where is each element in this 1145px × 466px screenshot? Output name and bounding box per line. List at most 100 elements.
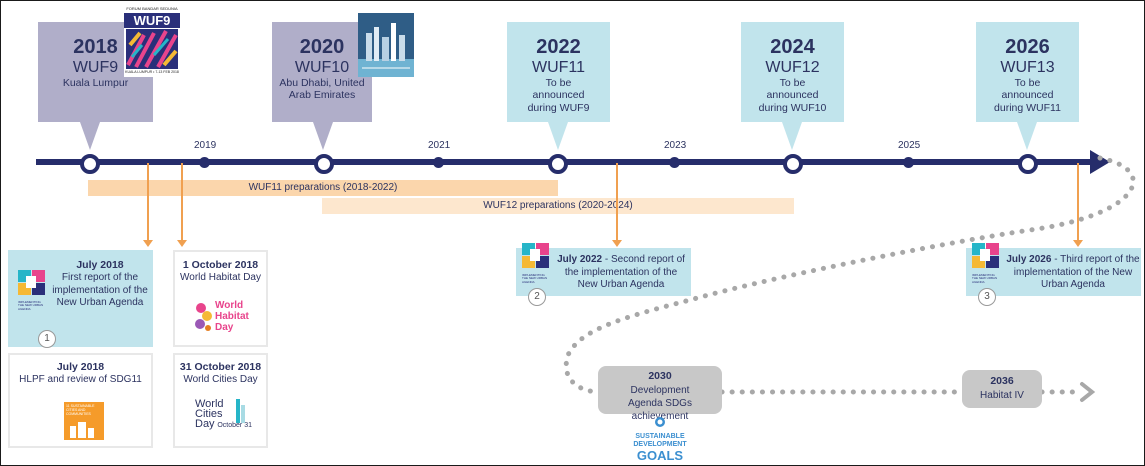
card-text: - Second report of the implementation of…	[564, 254, 685, 290]
timeline-node-2022	[548, 154, 568, 174]
callout-wuf: WUF10	[294, 59, 350, 76]
world-cities-day-logo-line2: Cities	[195, 408, 223, 420]
wuf9-logo-main: WUF9	[124, 13, 180, 28]
sdg-logo: SUSTAINABLE DEVELOPMENT GOALS	[625, 415, 695, 465]
callout-wuf: WUF9	[72, 59, 119, 76]
sdg11-icon-text: 11 SUSTAINABLE CITIES AND COMMUNITIES	[66, 404, 95, 416]
callout-place: To be announced during WUF9	[527, 77, 590, 114]
nua-logo: IMPLEMENTING THE NEW URBAN AGENDA	[18, 270, 46, 310]
milestone-title: 2030	[648, 370, 672, 382]
tick-label-2021: 2021	[428, 140, 451, 151]
world-cities-day-logo-line1: World	[195, 398, 224, 410]
timeline-node-2020	[314, 154, 334, 174]
bar-label: WUF11 preparations (2018-2022)	[248, 182, 398, 193]
callout-2024: 2024 WUF12 To be announced during WUF10	[741, 22, 844, 122]
timeline-node-2024	[783, 154, 803, 174]
world-cities-day-date: October 31	[217, 422, 252, 429]
milestone-2030: 2030 Development Agenda SDGs achievement	[598, 366, 722, 422]
callout-2022: 2022 WUF11 To be announced during WUF9	[507, 22, 610, 122]
card-hlpf-sdg11: July 2018 HLPF and review of SDG11 11 SU…	[8, 353, 153, 448]
card-title: July 2018	[56, 361, 105, 373]
callout-2020: 2020 WUF10 Abu Dhabi, United Arab Emirat…	[272, 22, 372, 122]
card-title: July 2022	[557, 254, 603, 265]
tick-label-2019: 2019	[194, 140, 217, 151]
world-habitat-day-logo: World Habitat Day	[193, 298, 253, 338]
card-july-2026-report: IMPLEMENTING THE NEW URBAN AGENDA July 2…	[966, 243, 1141, 306]
card-text: - Third report of the implementation of …	[1013, 254, 1140, 290]
world-cities-day-logo-line3: Day	[195, 418, 215, 430]
card-text: HLPF and review of SDG11	[19, 374, 142, 386]
sdg-logo-line1: SUSTAINABLE	[635, 433, 685, 440]
callout-wuf: WUF13	[1000, 59, 1055, 76]
wuf9-logo-top: FORUM BANDAR SEDUNIA	[126, 6, 178, 11]
timeline-dot-2019	[199, 157, 210, 168]
callout-year: 2022	[536, 36, 581, 58]
card-title: 1 October 2018	[182, 259, 259, 271]
world-cities-day-logo: World Cities Day October 31	[195, 399, 255, 443]
connector-arrow	[143, 240, 153, 247]
report-number-badge: 3	[978, 288, 996, 306]
callout-year: 2018	[73, 36, 118, 58]
card-text: World Habitat Day	[180, 272, 261, 284]
card-july-2018-report: IMPLEMENTING THE NEW URBAN AGENDA July 2…	[8, 250, 153, 348]
wuf9-logo: FORUM BANDAR SEDUNIA WUF9 KUALA LUMPUR •…	[124, 5, 180, 77]
abu-dhabi-skyline-image	[358, 13, 414, 77]
tick-label-2025: 2025	[898, 140, 921, 151]
milestone-title: 2036	[990, 375, 1014, 387]
card-world-habitat-day: 1 October 2018 World Habitat Day World H…	[173, 250, 268, 347]
milestone-text: Development Agenda SDGs achievement	[628, 384, 692, 422]
callout-2026: 2026 WUF13 To be announced during WUF11	[976, 22, 1079, 122]
callout-year: 2026	[1005, 36, 1050, 58]
connector-arrow	[1073, 240, 1083, 247]
callout-place: To be announced during WUF11	[994, 77, 1061, 114]
connector-line	[147, 163, 149, 241]
callout-pointer	[313, 122, 333, 150]
timeline-dot-2021	[433, 157, 444, 168]
world-habitat-day-logo-text: World Habitat Day	[215, 300, 249, 333]
sdg11-icon: 11 SUSTAINABLE CITIES AND COMMUNITIES	[64, 402, 104, 440]
card-title: July 2026	[1006, 254, 1052, 265]
callout-place: Abu Dhabi, United Arab Emirates	[279, 77, 365, 102]
timeline-dot-2023	[669, 157, 680, 168]
card-july-2022-report: IMPLEMENTING THE NEW URBAN AGENDA July 2…	[516, 243, 691, 306]
timeline-arrowhead	[1090, 150, 1110, 174]
callout-pointer	[782, 122, 802, 150]
nua-logo-text: IMPLEMENTING THE NEW URBAN AGENDA	[18, 299, 44, 311]
nua-logo-text: IMPLEMENTING THE NEW URBAN AGENDA	[522, 272, 548, 284]
wuf9-logo-bottom: KUALA LUMPUR • 7-13 FEB 2018	[125, 70, 179, 74]
tick-label-2023: 2023	[664, 140, 687, 151]
callout-pointer	[1017, 122, 1037, 150]
milestone-2036: 2036 Habitat IV	[962, 370, 1042, 408]
connector-line	[1077, 163, 1079, 241]
connector-arrow	[612, 240, 622, 247]
timeline-dot-2025	[903, 157, 914, 168]
sdg-logo-line3: GOALS	[636, 448, 684, 463]
report-number-badge: 2	[528, 288, 546, 306]
nua-logo-text: IMPLEMENTING THE NEW URBAN AGENDA	[972, 272, 998, 284]
callout-year: 2020	[299, 36, 345, 58]
card-text: First report of the implementation of th…	[52, 272, 148, 309]
connector-line	[181, 163, 183, 241]
wuf12-preparations-bar: WUF12 preparations (2020-2024)	[322, 198, 794, 214]
connector-line	[616, 163, 618, 241]
callout-wuf: WUF12	[765, 59, 820, 76]
nua-logo: IMPLEMENTING THE NEW URBAN AGENDA	[972, 243, 1000, 283]
card-title: 31 October 2018	[179, 361, 262, 373]
report-number-badge: 1	[38, 330, 56, 348]
bar-label: WUF12 preparations (2020-2024)	[483, 200, 633, 211]
timeline-node-2026	[1018, 154, 1038, 174]
sdg-logo-line2: DEVELOPMENT	[633, 441, 687, 448]
timeline-node-2018	[80, 154, 100, 174]
nua-logo: IMPLEMENTING THE NEW URBAN AGENDA	[522, 243, 550, 283]
callout-place: To be announced during WUF10	[758, 77, 827, 114]
callout-year: 2024	[770, 36, 815, 58]
card-title: July 2018	[76, 259, 124, 271]
callout-pointer	[80, 122, 100, 150]
milestone-text: Habitat IV	[980, 389, 1024, 401]
connector-arrow	[177, 240, 187, 247]
wuf11-preparations-bar: WUF11 preparations (2018-2022)	[88, 180, 558, 196]
card-text: World Cities Day	[183, 374, 258, 386]
card-world-cities-day: 31 October 2018 World Cities Day World C…	[173, 353, 268, 448]
callout-place: Kuala Lumpur	[62, 77, 129, 90]
